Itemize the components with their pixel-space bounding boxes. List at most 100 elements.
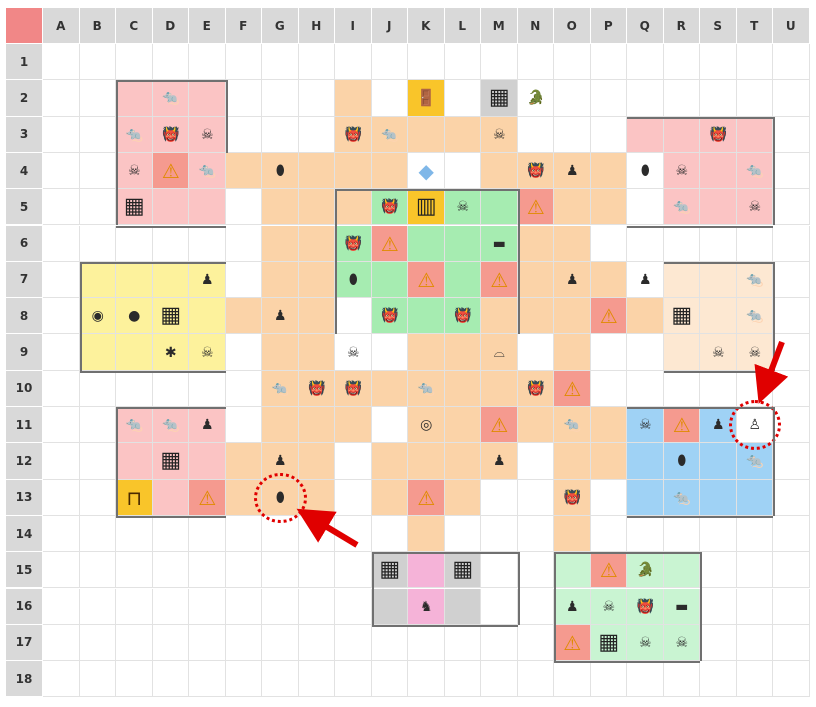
grid-cell bbox=[773, 443, 810, 480]
column-header-c[interactable]: C bbox=[116, 8, 153, 44]
column-header-d[interactable]: D bbox=[152, 8, 189, 44]
column-header-i[interactable]: I bbox=[335, 8, 372, 44]
column-header-h[interactable]: H bbox=[298, 8, 335, 44]
column-header-f[interactable]: F bbox=[225, 8, 262, 44]
row-header-12[interactable]: 12 bbox=[6, 443, 43, 480]
peach-tile bbox=[590, 261, 627, 299]
peach-tile bbox=[517, 370, 554, 407]
peach-tile bbox=[444, 116, 481, 153]
grid-cell bbox=[43, 261, 80, 299]
grid-cell bbox=[335, 588, 372, 625]
grid-cell bbox=[152, 588, 189, 625]
row-header-1[interactable]: 1 bbox=[6, 44, 43, 81]
column-header-m[interactable]: M bbox=[481, 8, 518, 44]
column-header-r[interactable]: R bbox=[663, 8, 700, 44]
grid-cell bbox=[43, 370, 80, 407]
column-header-a[interactable]: A bbox=[43, 8, 80, 44]
wall-segment bbox=[773, 407, 775, 516]
column-header-o[interactable]: O bbox=[554, 8, 591, 44]
row-header-11[interactable]: 11 bbox=[6, 407, 43, 444]
column-header-g[interactable]: G bbox=[262, 8, 299, 44]
peach-tile bbox=[262, 261, 299, 299]
grid-cell bbox=[225, 661, 262, 698]
grid-cell bbox=[371, 80, 408, 117]
grid-cell bbox=[79, 552, 116, 589]
green-tile bbox=[444, 261, 481, 299]
row-header-3[interactable]: 3 bbox=[6, 116, 43, 153]
grid-cell bbox=[79, 152, 116, 190]
row-header-17[interactable]: 17 bbox=[6, 624, 43, 662]
salmon-tile bbox=[663, 407, 700, 444]
peach-tile bbox=[444, 334, 481, 371]
yellow-tile bbox=[116, 261, 153, 299]
wall-segment bbox=[663, 261, 773, 264]
green-tile bbox=[371, 261, 408, 299]
row-header-9[interactable]: 9 bbox=[6, 334, 43, 371]
column-header-j[interactable]: J bbox=[371, 8, 408, 44]
wall-segment bbox=[116, 225, 226, 228]
column-header-p[interactable]: P bbox=[590, 8, 627, 44]
mint-tile bbox=[554, 588, 591, 625]
grid-cell bbox=[590, 80, 627, 117]
wall-segment bbox=[79, 261, 82, 371]
pink-tile bbox=[116, 116, 153, 153]
peach-tile bbox=[298, 261, 335, 299]
row-header-6[interactable]: 6 bbox=[6, 225, 43, 262]
peach-tile bbox=[554, 443, 591, 480]
column-header-u[interactable]: U bbox=[773, 8, 810, 44]
grid-cell bbox=[627, 80, 664, 117]
peach-tile bbox=[262, 152, 299, 190]
row-header-10[interactable]: 10 bbox=[6, 370, 43, 407]
peach-tile bbox=[554, 334, 591, 371]
row-header-2[interactable]: 2 bbox=[6, 80, 43, 117]
grid-cell bbox=[627, 661, 664, 698]
cream-tile bbox=[736, 261, 773, 299]
column-header-l[interactable]: L bbox=[444, 8, 481, 44]
column-header-b[interactable]: B bbox=[79, 8, 116, 44]
row-header-7[interactable]: 7 bbox=[6, 261, 43, 299]
grid-cell bbox=[590, 44, 627, 81]
row-header-14[interactable]: 14 bbox=[6, 515, 43, 553]
row-header-15[interactable]: 15 bbox=[6, 552, 43, 589]
grid-cell bbox=[43, 588, 80, 625]
green-tile bbox=[408, 298, 445, 335]
row-header-8[interactable]: 8 bbox=[6, 298, 43, 335]
grid-cell bbox=[335, 443, 372, 480]
grid-cell bbox=[298, 661, 335, 698]
column-header-s[interactable]: S bbox=[700, 8, 737, 44]
pink-tile bbox=[152, 80, 189, 117]
row-header-5[interactable]: 5 bbox=[6, 189, 43, 226]
grid-cell bbox=[517, 479, 554, 516]
grid-cell bbox=[627, 334, 664, 371]
row-header-13[interactable]: 13 bbox=[6, 479, 43, 516]
peach-tile bbox=[481, 334, 518, 371]
grid-cell bbox=[225, 407, 262, 444]
pink-tile bbox=[189, 152, 226, 190]
pink-tile bbox=[736, 116, 773, 153]
green-tile bbox=[371, 189, 408, 226]
grid-cell bbox=[700, 225, 737, 262]
row-header-18[interactable]: 18 bbox=[6, 661, 43, 698]
grid-cell bbox=[225, 334, 262, 371]
column-header-q[interactable]: Q bbox=[627, 8, 664, 44]
grid-cell bbox=[189, 588, 226, 625]
grid-cell bbox=[554, 80, 591, 117]
column-header-k[interactable]: K bbox=[408, 8, 445, 44]
peach-tile bbox=[481, 298, 518, 335]
grid-cell bbox=[590, 370, 627, 407]
peach-tile bbox=[262, 189, 299, 226]
grid-cell bbox=[444, 661, 481, 698]
column-header-t[interactable]: T bbox=[736, 8, 773, 44]
grid-cell bbox=[627, 189, 664, 226]
grid-cell bbox=[225, 552, 262, 589]
grid-cell bbox=[371, 515, 408, 553]
column-header-e[interactable]: E bbox=[189, 8, 226, 44]
peach-tile bbox=[554, 261, 591, 299]
grid-cell bbox=[43, 298, 80, 335]
row-header-4[interactable]: 4 bbox=[6, 152, 43, 190]
grid-cell bbox=[189, 370, 226, 407]
grid-cell bbox=[79, 225, 116, 262]
row-header-16[interactable]: 16 bbox=[6, 588, 43, 625]
grid-cell bbox=[116, 370, 153, 407]
column-header-n[interactable]: N bbox=[517, 8, 554, 44]
